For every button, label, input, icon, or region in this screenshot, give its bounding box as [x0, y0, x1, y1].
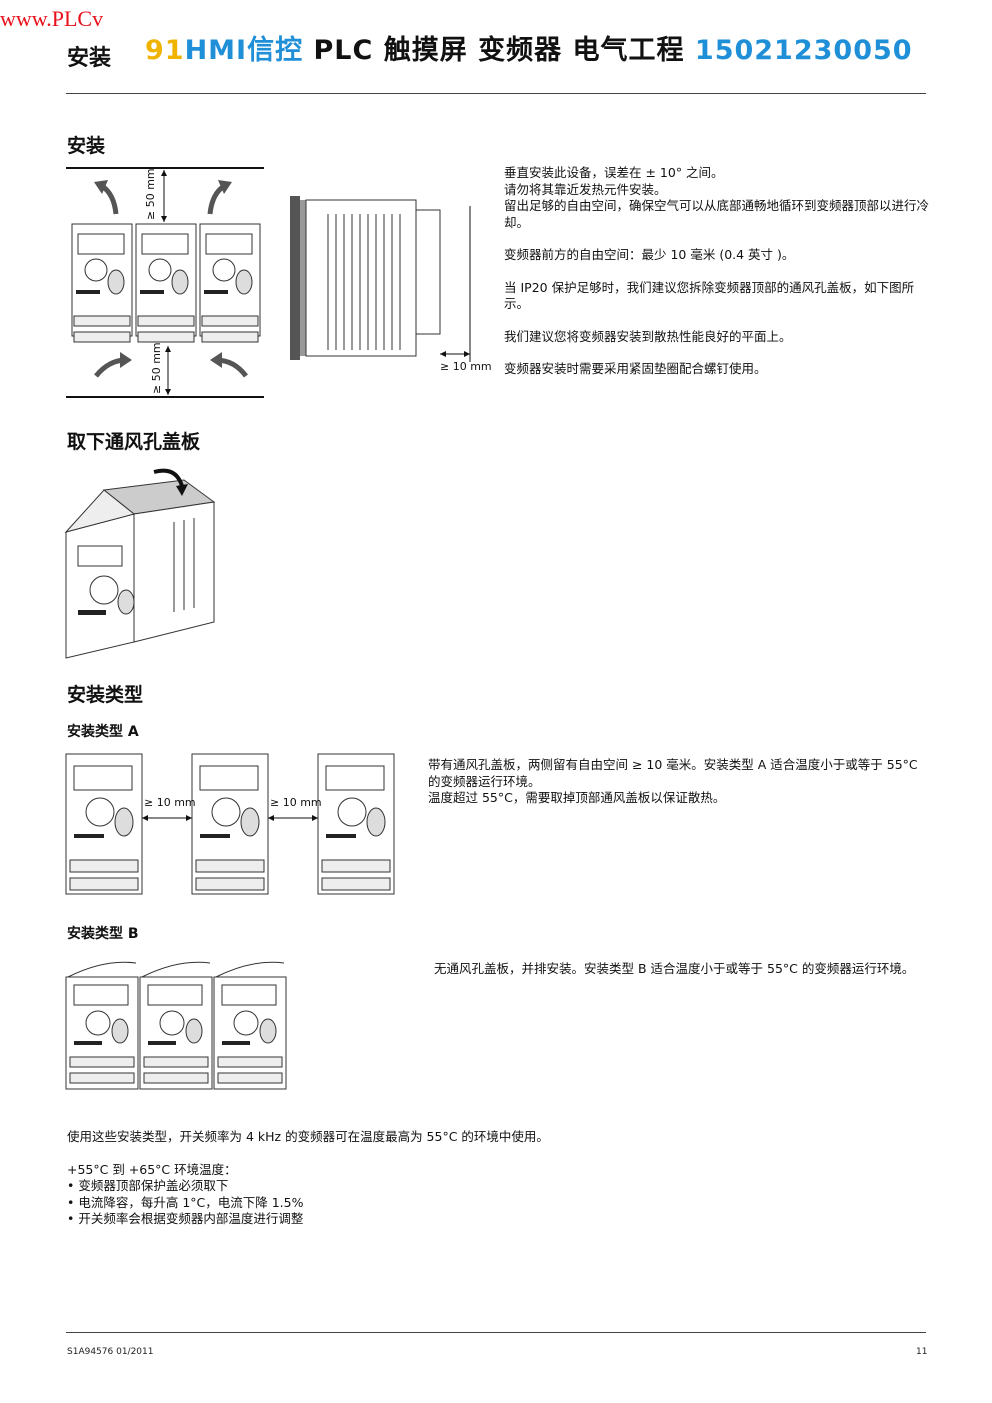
install-para-1: 垂直安装此设备，误差在 ± 10° 之间。 [504, 165, 724, 180]
type-a-para-2: 温度超过 55°C，需要取掉顶部通风盖板以保证散热。 [428, 790, 726, 805]
install-side-figure: ≥ 10 mm [290, 196, 492, 373]
notes-bullet-2: • 电流降容，每升高 1°C，电流下降 1.5% [67, 1194, 304, 1210]
install-para-5: 当 IP20 保护足够时，我们建议您拆除变频器顶部的通风孔盖板，如下图所示。 [504, 279, 915, 312]
remove-cover-figure [64, 468, 216, 659]
section-heading-mount-types: 安装类型 [67, 684, 144, 706]
type-a-figure: ≥ 10 mm ≥ 10 mm [65, 753, 395, 895]
footer-doc-ref: S1A94576 01/2011 [67, 1347, 154, 1357]
notes-bullet-1: • 变频器顶部保护盖必须取下 [67, 1178, 229, 1193]
banner-part1: 91 [145, 35, 185, 66]
install-para-4: 变频器前方的自由空间：最少 10 毫米 (0.4 英寸 )。 [504, 247, 795, 262]
install-para-6: 我们建议您将变频器安装到散热性能良好的平面上。 [504, 328, 792, 344]
type-a-gap-label-2: ≥ 10 mm [270, 796, 322, 809]
heading-type-a: 安装类型 A [67, 724, 139, 740]
footer-page-number: 11 [916, 1347, 928, 1357]
heading-type-b: 安装类型 B [67, 926, 139, 942]
header-title: 安装 [67, 46, 112, 71]
section-heading-remove-cover: 取下通风孔盖板 [67, 431, 201, 453]
banner-part3: 信控 [247, 35, 304, 66]
notes-line-1: 使用这些安装类型，开关频率为 4 kHz 的变频器可在温度最高为 55°C 的环… [67, 1129, 549, 1144]
install-text: 垂直安装此设备，误差在 ± 10° 之间。 请勿将其靠近发热元件安装。 留出足够… [504, 165, 930, 378]
notes-line-2: +55°C 到 +65°C 环境温度： [67, 1161, 237, 1177]
install-para-3: 留出足够的自由空间，确保空气可以从底部通畅地循环到变频器顶部以进行冷却。 [504, 198, 930, 230]
type-b-para-1: 无通风孔盖板，并排安装。安装类型 B 适合温度小于或等于 55°C 的变频器运行… [434, 961, 915, 976]
banner-phone: 15021230050 [694, 35, 913, 66]
header-divider [66, 93, 926, 94]
type-a-para-1: 带有通风孔盖板，两侧留有自由空间 ≥ 10 毫米。安装类型 A 适合温度小于或等… [428, 757, 918, 789]
notes-bullet-3: • 开关频率会根据变频器内部温度进行调整 [67, 1211, 304, 1226]
clearance-label-side: ≥ 10 mm [440, 360, 492, 373]
banner-part4: PLC 触摸屏 变频器 电气工程 [303, 35, 695, 66]
clearance-label-bottom: ≥ 50 mm [150, 342, 163, 394]
install-para-2: 请勿将其靠近发热元件安装。 [504, 181, 667, 197]
type-a-text: 带有通风孔盖板，两侧留有自由空间 ≥ 10 毫米。安装类型 A 适合温度小于或等… [428, 757, 924, 807]
type-b-figure [65, 961, 287, 1090]
type-b-text: 无通风孔盖板，并排安装。安装类型 B 适合温度小于或等于 55°C 的变频器运行… [434, 961, 926, 978]
watermark: www.PLCv [0, 6, 104, 31]
type-a-gap-label-1: ≥ 10 mm [144, 796, 196, 809]
footer-divider [66, 1332, 926, 1333]
install-para-7: 变频器安装时需要采用紧固垫圈配合螺钉使用。 [504, 361, 767, 376]
section-heading-install: 安装 [67, 135, 106, 157]
banner-part2: HMI [184, 35, 248, 66]
header-banner: 91HMI信控 PLC 触摸屏 变频器 电气工程 15021230050 [145, 28, 913, 67]
clearance-label-top: ≥ 50 mm [144, 168, 157, 220]
notes: 使用这些安装类型，开关频率为 4 kHz 的变频器可在温度最高为 55°C 的环… [67, 1129, 927, 1228]
install-clearance-figure: ≥ 50 mm ≥ 50 mm [66, 167, 264, 398]
